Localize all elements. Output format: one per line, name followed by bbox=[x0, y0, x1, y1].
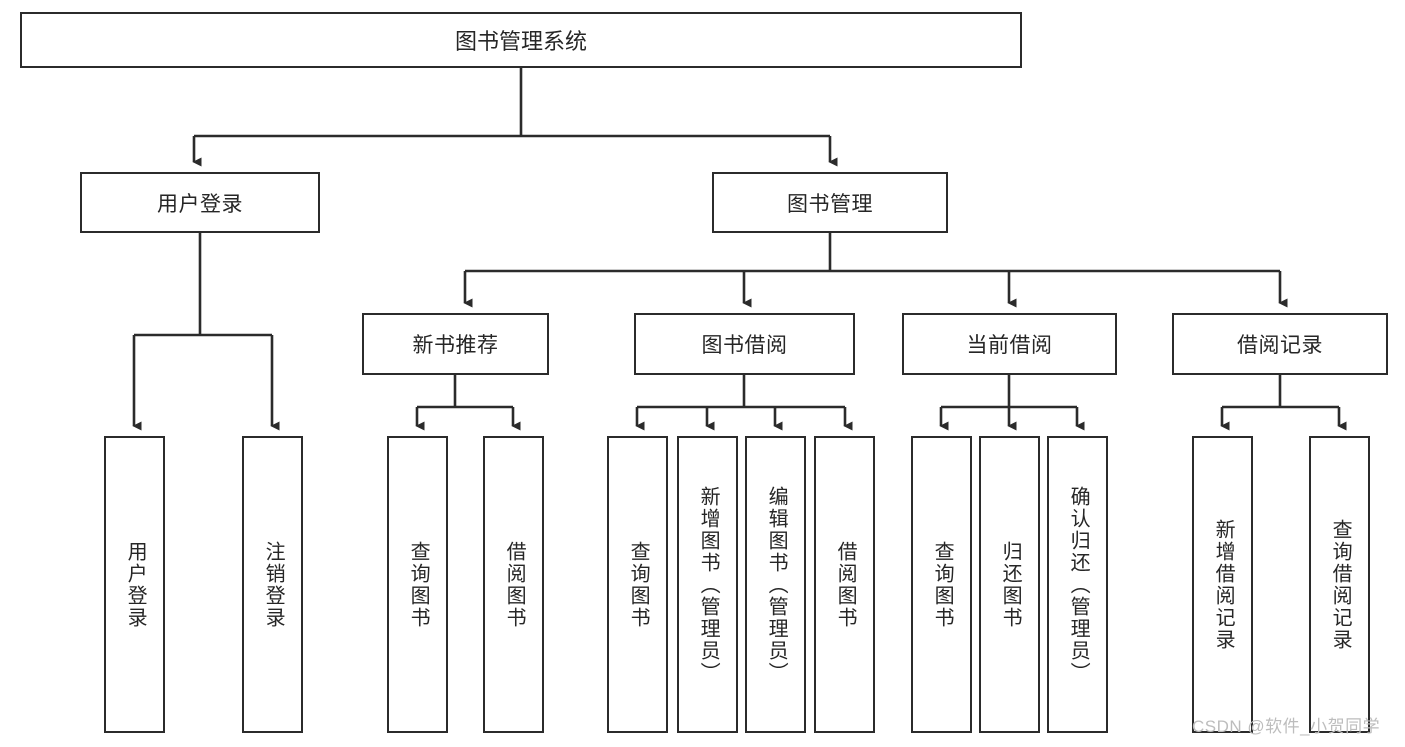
leaf-borrow-borrow-book[interactable]: 借阅图书 bbox=[814, 436, 875, 733]
leaf-label: 归还图书 bbox=[999, 540, 1022, 629]
leaf-label: 查询借阅记录 bbox=[1329, 518, 1352, 651]
leaf-current-return-book[interactable]: 归还图书 bbox=[979, 436, 1040, 733]
leaf-records-query-record[interactable]: 查询借阅记录 bbox=[1309, 436, 1370, 733]
leaf-borrow-edit-book-admin[interactable]: 编辑图书（管理员） bbox=[745, 436, 806, 733]
leaf-label: 编辑图书（管理员） bbox=[765, 485, 788, 684]
leaf-label: 确认归还（管理员） bbox=[1067, 485, 1090, 684]
leaf-records-add-record[interactable]: 新增借阅记录 bbox=[1192, 436, 1253, 733]
leaf-current-confirm-return-admin[interactable]: 确认归还（管理员） bbox=[1047, 436, 1108, 733]
leaf-current-query-book[interactable]: 查询图书 bbox=[911, 436, 972, 733]
leaf-label: 查询图书 bbox=[407, 540, 430, 629]
leaf-borrow-add-book-admin[interactable]: 新增图书（管理员） bbox=[677, 436, 738, 733]
leaf-label: 查询图书 bbox=[931, 540, 954, 629]
leaf-recommend-query-book[interactable]: 查询图书 bbox=[387, 436, 448, 733]
leaf-borrow-query-book[interactable]: 查询图书 bbox=[607, 436, 668, 733]
node-current-borrow[interactable]: 当前借阅 bbox=[902, 313, 1117, 375]
leaf-recommend-borrow-book[interactable]: 借阅图书 bbox=[483, 436, 544, 733]
leaf-user-login-login[interactable]: 用户登录 bbox=[104, 436, 165, 733]
leaf-label: 新增借阅记录 bbox=[1212, 518, 1235, 651]
leaf-user-login-logout[interactable]: 注销登录 bbox=[242, 436, 303, 733]
leaf-label: 借阅图书 bbox=[834, 540, 857, 629]
node-user-login[interactable]: 用户登录 bbox=[80, 172, 320, 233]
leaf-label: 借阅图书 bbox=[503, 540, 526, 629]
node-new-book-recommend[interactable]: 新书推荐 bbox=[362, 313, 549, 375]
node-borrow-records[interactable]: 借阅记录 bbox=[1172, 313, 1388, 375]
leaf-label: 新增图书（管理员） bbox=[697, 485, 720, 684]
node-book-borrow[interactable]: 图书借阅 bbox=[634, 313, 855, 375]
csdn-watermark: CSDN @软件_小贺同学 bbox=[1192, 717, 1381, 736]
leaf-label: 查询图书 bbox=[627, 540, 650, 629]
node-root-system[interactable]: 图书管理系统 bbox=[20, 12, 1022, 68]
leaf-label: 用户登录 bbox=[124, 540, 147, 629]
node-book-management[interactable]: 图书管理 bbox=[712, 172, 948, 233]
leaf-label: 注销登录 bbox=[262, 540, 285, 629]
